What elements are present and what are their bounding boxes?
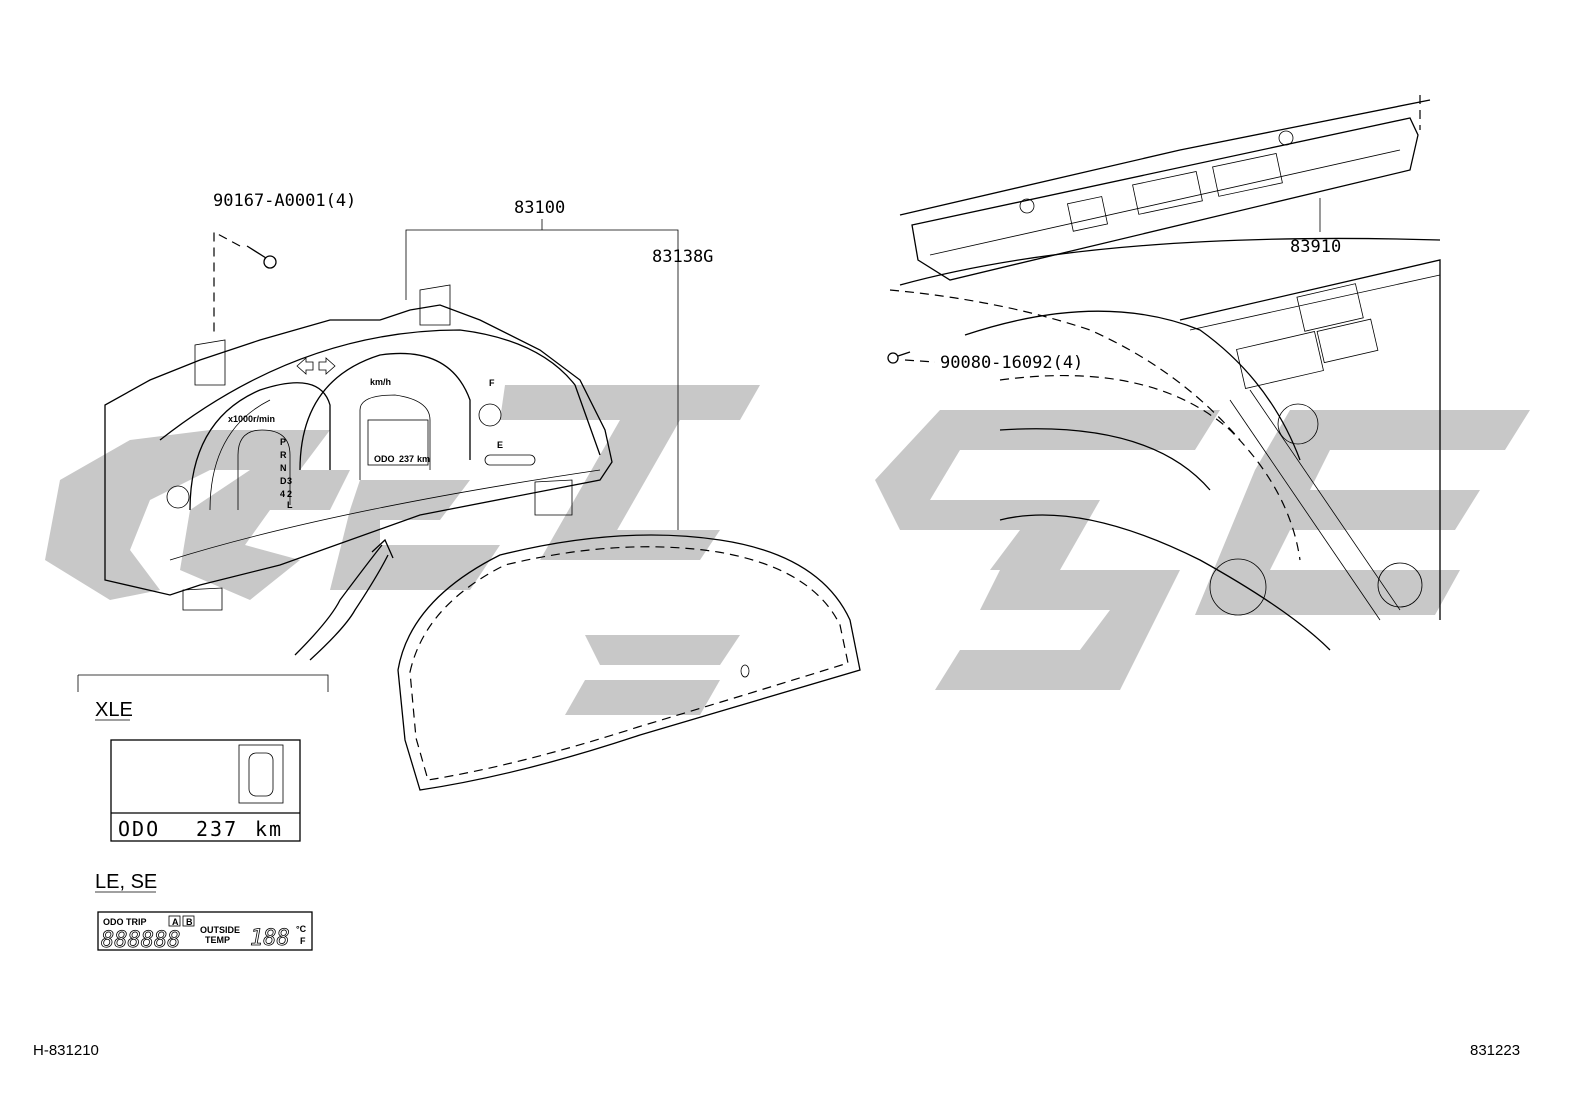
le-se-title: LE, SE	[95, 871, 157, 893]
speed-unit-label: km/h	[370, 377, 391, 387]
le-se-temp: TEMP	[205, 935, 230, 945]
xle-odo-value: 237	[196, 817, 238, 841]
instrument-cluster: ODO 237 km P R N D 4 3 2 L x1000r/min km…	[104, 284, 613, 611]
gear-l: L	[287, 500, 293, 510]
le-se-trip-a: A	[172, 917, 179, 927]
gear-p: P	[280, 437, 286, 447]
xle-odo-label: ODO	[118, 817, 160, 841]
label-cluster-lens: 83138G	[652, 247, 713, 267]
label-screw-cluster: 90167-A0001(4)	[213, 191, 356, 211]
fuel-empty-label: E	[497, 440, 503, 450]
gear-2: 2	[287, 489, 292, 499]
leader-lines	[77, 198, 1321, 692]
watermark-logo	[45, 385, 1530, 715]
le-se-odo-trip: ODO TRIP	[103, 917, 147, 927]
le-se-temp-digits: 188	[250, 926, 290, 951]
clock-display-unit	[911, 117, 1419, 281]
le-se-odo-digits: 888888	[101, 928, 180, 953]
xle-display-box	[110, 739, 301, 842]
le-se-outside: OUTSIDE	[200, 925, 240, 935]
dashboard-outline	[889, 95, 1441, 651]
reference-right: 831223	[1470, 1042, 1520, 1059]
xle-title: XLE	[95, 699, 133, 721]
cluster-lens	[397, 534, 861, 791]
gear-r: R	[280, 450, 287, 460]
gear-d: D	[280, 476, 287, 486]
tach-unit-label: x1000r/min	[228, 414, 275, 424]
xle-odo-unit: km	[255, 817, 283, 841]
le-se-unit-c: °C	[296, 924, 307, 934]
label-screw-clock: 90080-16092(4)	[940, 353, 1083, 373]
fuel-full-label: F	[489, 378, 495, 388]
gear-3: 3	[287, 476, 292, 486]
mini-odo-text: ODO	[374, 454, 395, 464]
label-cluster-assembly: 83100	[514, 198, 565, 218]
mini-odo-unit: km	[417, 454, 430, 464]
le-se-variant: LE, SE ODO TRIP A B 888888 OUTSIDE TEMP …	[95, 871, 313, 953]
xle-variant: XLE ODO 237 km	[95, 699, 301, 842]
gear-n: N	[280, 463, 287, 473]
le-se-unit-f: F	[300, 936, 306, 946]
le-se-trip-b: B	[186, 917, 193, 927]
gear-4: 4	[280, 489, 285, 499]
mini-odo-value: 237	[399, 454, 414, 464]
label-clock-display: 83910	[1290, 237, 1341, 257]
screw-90167	[213, 230, 277, 332]
le-se-display-box	[97, 911, 313, 951]
screw-90080	[887, 351, 936, 364]
reference-left: H-831210	[33, 1042, 99, 1059]
pointer-arrow	[294, 538, 394, 661]
